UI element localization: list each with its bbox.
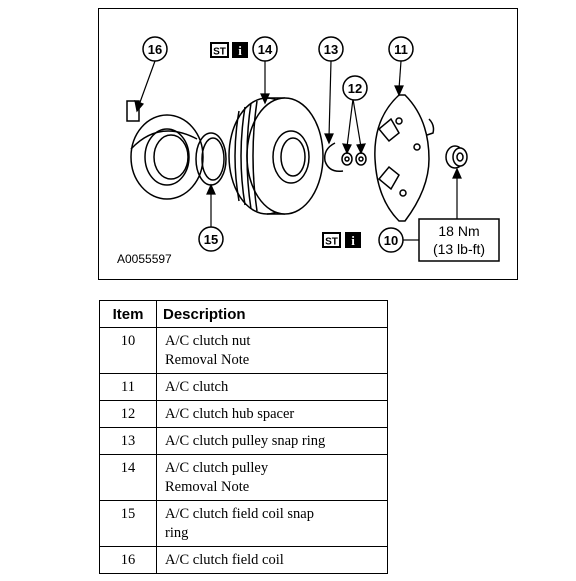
callout-12: 12 bbox=[342, 75, 368, 101]
svg-text:16: 16 bbox=[148, 42, 162, 57]
pulley-snap-ring-drawing bbox=[323, 142, 344, 173]
item-number: 12 bbox=[99, 400, 157, 428]
special-tool-badge: ST bbox=[210, 42, 229, 58]
svg-text:13: 13 bbox=[324, 42, 338, 57]
item-number: 15 bbox=[99, 500, 157, 547]
description-line: A/C clutch nut bbox=[165, 333, 251, 349]
leader-lines bbox=[134, 60, 462, 227]
description-line: Removal Note bbox=[165, 352, 250, 368]
item-number: 11 bbox=[99, 373, 157, 401]
table-header-row: Item Description bbox=[99, 300, 388, 328]
description-header: Description bbox=[156, 300, 388, 328]
description-line: A/C clutch pulley snap ring bbox=[165, 433, 326, 449]
torque-lbft: (13 lb-ft) bbox=[433, 241, 485, 257]
torque-spec-box: 18 Nm (13 lb-ft) bbox=[403, 218, 500, 262]
callout-11: 11 bbox=[388, 36, 414, 62]
callout-14: 14 bbox=[252, 36, 278, 62]
callout-15: 15 bbox=[198, 226, 224, 252]
svg-text:10: 10 bbox=[384, 233, 398, 248]
callout-10: 10 bbox=[378, 227, 404, 253]
description-line: A/C clutch bbox=[165, 379, 229, 395]
description-line: ring bbox=[165, 525, 189, 541]
svg-text:i: i bbox=[351, 233, 355, 248]
svg-text:ST: ST bbox=[213, 47, 226, 58]
pulley-drawing bbox=[228, 97, 324, 215]
table-row: 13 A/C clutch pulley snap ring bbox=[99, 427, 388, 455]
table-row: 12 A/C clutch hub spacer bbox=[99, 400, 388, 428]
svg-text:11: 11 bbox=[394, 42, 408, 57]
figure-code: A0055597 bbox=[117, 252, 172, 266]
svg-text:ST: ST bbox=[325, 237, 338, 248]
special-tool-badge: ST bbox=[322, 232, 341, 248]
clutch-plate-drawing bbox=[374, 94, 435, 222]
item-header: Item bbox=[99, 300, 157, 328]
torque-nm: 18 Nm bbox=[438, 223, 479, 239]
field-coil-drawing bbox=[126, 100, 204, 200]
item-number: 10 bbox=[99, 327, 157, 374]
item-number: 13 bbox=[99, 427, 157, 455]
info-icon: i bbox=[345, 232, 361, 248]
svg-text:12: 12 bbox=[348, 81, 362, 96]
svg-text:14: 14 bbox=[258, 42, 273, 57]
table-row: 16 A/C clutch field coil bbox=[99, 546, 388, 574]
item-number: 16 bbox=[99, 546, 157, 574]
callout-16: 16 bbox=[142, 36, 168, 62]
description-line: A/C clutch pulley bbox=[165, 460, 269, 476]
hub-spacer-drawing bbox=[341, 152, 367, 166]
table-row: 11 A/C clutch bbox=[99, 373, 388, 401]
description-line: A/C clutch hub spacer bbox=[165, 406, 295, 422]
item-description: A/C clutch field coil snap ring bbox=[156, 500, 388, 547]
svg-text:i: i bbox=[238, 43, 242, 58]
info-icon: i bbox=[232, 42, 248, 58]
svg-text:15: 15 bbox=[204, 232, 218, 247]
item-number: 14 bbox=[99, 454, 157, 501]
item-description: A/C clutch pulley snap ring bbox=[156, 427, 388, 455]
description-line: A/C clutch field coil snap bbox=[165, 506, 314, 522]
exploded-view-figure: 16 14 13 12 11 15 10 ST bbox=[98, 8, 518, 280]
item-description: A/C clutch bbox=[156, 373, 388, 401]
description-line: Removal Note bbox=[165, 479, 250, 495]
item-description: A/C clutch field coil bbox=[156, 546, 388, 574]
item-description: A/C clutch hub spacer bbox=[156, 400, 388, 428]
description-line: A/C clutch field coil bbox=[165, 552, 284, 568]
table-row: 15 A/C clutch field coil snap ring bbox=[99, 500, 388, 547]
callout-13: 13 bbox=[318, 36, 344, 62]
clutch-nut-drawing bbox=[445, 145, 468, 169]
